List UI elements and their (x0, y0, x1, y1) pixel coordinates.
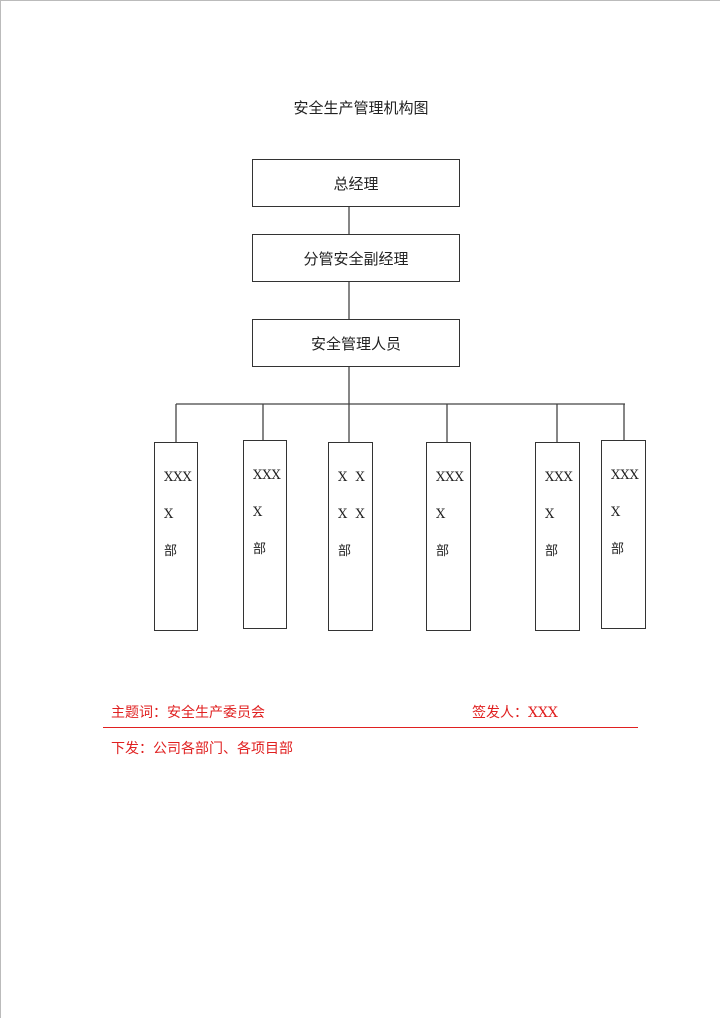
subject-keywords: 主题词：安全生产委员会 (111, 705, 265, 721)
dept-text: X (611, 505, 621, 520)
dept-text: 部 (545, 544, 559, 559)
org-box-general-manager: 总经理 (252, 159, 460, 207)
box-label: 安全管理人员 (310, 334, 401, 353)
dept-text: XXX (253, 468, 281, 483)
red-divider (103, 727, 638, 728)
dept-text: XXX (611, 468, 639, 483)
box-label: 分管安全副经理 (303, 249, 409, 268)
distribution: 下发：公司各部门、各项目部 (111, 741, 293, 757)
dept-text: X (253, 505, 263, 520)
dept-text: XXX (164, 470, 192, 485)
box-label: 总经理 (333, 174, 379, 193)
dept-text: 部 (253, 542, 267, 557)
dept-text: 部 (338, 544, 352, 559)
org-box-deputy-manager: 分管安全副经理 (252, 234, 460, 282)
dept-text: X (436, 507, 446, 522)
dept-text: X X (338, 470, 365, 485)
dept-text: 部 (436, 544, 450, 559)
issuer: 签发人：XXX (472, 705, 558, 721)
dept-text: 部 (611, 542, 625, 557)
dept-text: X (545, 507, 555, 522)
dept-text: X (164, 507, 174, 522)
org-box-department: X X X X 部 (328, 442, 373, 631)
dept-text: 部 (164, 544, 178, 559)
dept-text: XXX (436, 470, 464, 485)
dept-text: X X (338, 507, 365, 522)
org-box-safety-staff: 安全管理人员 (252, 319, 460, 367)
dept-text: XXX (545, 470, 573, 485)
page-title: 安全生产管理机构图 (293, 99, 429, 117)
